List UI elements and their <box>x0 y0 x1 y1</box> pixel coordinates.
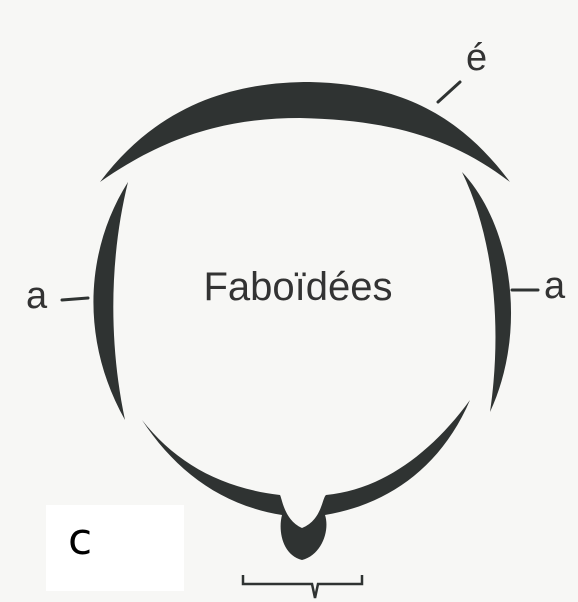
bottom-bracket <box>241 575 364 599</box>
panel-letter: c <box>68 514 93 565</box>
label-left: a <box>26 275 48 317</box>
left-petal <box>93 182 128 420</box>
panel-letter-box <box>46 505 184 591</box>
top-petal <box>100 82 510 182</box>
leader-top-right <box>436 80 462 104</box>
label-top-right: é <box>466 37 487 79</box>
center-label: Faboïdées <box>203 265 392 309</box>
right-petal <box>462 172 512 412</box>
leader-left <box>60 296 90 302</box>
bottom-petal <box>142 400 470 560</box>
label-right: a <box>544 265 566 307</box>
